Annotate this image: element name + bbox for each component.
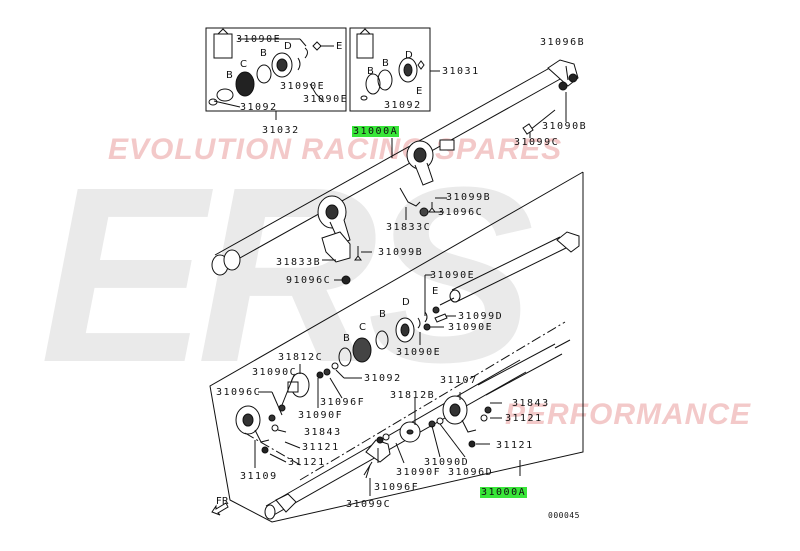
part-label-31096D[interactable]: 31096D: [448, 467, 494, 478]
part-label-31812B[interactable]: 31812B: [390, 390, 436, 401]
part-label-31109[interactable]: 31109: [240, 471, 278, 482]
part-label-31812C[interactable]: 31812C: [278, 352, 324, 363]
part-label-31090D[interactable]: 31090D: [424, 457, 470, 468]
part-label-91096C[interactable]: 91096C: [286, 275, 332, 286]
watermark-line1: EVOLUTION RACING SPARES: [108, 133, 563, 166]
part-letter-E: E: [336, 41, 343, 52]
part-letter-B: B: [343, 333, 350, 344]
part-label-31121-d[interactable]: 31121: [496, 440, 534, 451]
part-label-31096F-a[interactable]: 31096F: [320, 397, 366, 408]
part-label-31096F-b[interactable]: 31096F: [374, 482, 420, 493]
part-label-31090E-a[interactable]: 31090E: [430, 270, 476, 281]
part-label-31090E-c[interactable]: 31090E: [396, 347, 442, 358]
part-label-31099B-a[interactable]: 31099B: [446, 192, 492, 203]
part-label-31090F-a[interactable]: 31090F: [298, 410, 344, 421]
part-label-31833C[interactable]: 31833C: [386, 222, 432, 233]
inset-box-31031: [349, 27, 431, 112]
diagram-id: 000045: [548, 511, 580, 520]
part-label-31090E-inset-a[interactable]: 31090E: [236, 34, 282, 45]
part-letter-D: D: [284, 41, 292, 52]
part-label-31090F-b[interactable]: 31090F: [396, 467, 442, 478]
part-label-31121-b[interactable]: 31121: [288, 457, 326, 468]
watermark-line2: PERFORMANCE: [505, 398, 752, 431]
part-label-31031[interactable]: 31031: [442, 66, 480, 77]
part-label-31092-inset-right[interactable]: 31092: [384, 100, 422, 111]
part-label-31090B[interactable]: 31090B: [542, 121, 588, 132]
part-label-31096B[interactable]: 31096B: [540, 37, 586, 48]
part-label-31096C-b[interactable]: 31096C: [216, 387, 262, 398]
part-label-31090E-b[interactable]: 31090E: [448, 322, 494, 333]
part-letter-C: C: [240, 59, 247, 70]
part-label-31092[interactable]: 31092: [364, 373, 402, 384]
part-letter-B: B: [260, 48, 267, 59]
part-label-31107[interactable]: 31107: [440, 375, 478, 386]
part-label-31833B[interactable]: 31833B: [276, 257, 322, 268]
part-label-31096C-a[interactable]: 31096C: [438, 207, 484, 218]
part-letter-B: B: [226, 70, 233, 81]
part-letter-B: B: [367, 66, 374, 77]
part-letter-B: B: [382, 58, 389, 69]
part-label-31090E-inset-b[interactable]: 31090E: [280, 81, 326, 92]
part-label-31092-inset-left[interactable]: 31092: [240, 102, 278, 113]
part-label-31032[interactable]: 31032: [262, 125, 300, 136]
part-label-31090E-inset-c[interactable]: 31090E: [303, 94, 349, 105]
part-label-31121-c[interactable]: 31121: [505, 413, 543, 424]
part-label-31000A-bottom[interactable]: 31000A: [480, 487, 528, 498]
front-direction-label: FR: [216, 496, 229, 507]
part-letter-C: C: [359, 322, 366, 333]
part-letter-D: D: [405, 50, 413, 61]
part-label-31099C-bottom[interactable]: 31099C: [346, 499, 392, 510]
part-label-31843-a[interactable]: 31843: [304, 427, 342, 438]
part-label-31000A-top[interactable]: 31000A: [352, 126, 400, 137]
watermark-logo: ERS: [40, 135, 534, 414]
part-letter-B: B: [379, 309, 386, 320]
part-letter-D: D: [402, 297, 410, 308]
part-letter-E: E: [432, 286, 439, 297]
part-label-31099B-b[interactable]: 31099B: [378, 247, 424, 258]
part-label-31099C-top[interactable]: 31099C: [514, 137, 560, 148]
part-label-31121-a[interactable]: 31121: [302, 442, 340, 453]
part-label-31843-b[interactable]: 31843: [512, 398, 550, 409]
part-label-31090C[interactable]: 31090C: [252, 367, 298, 378]
part-letter-E: E: [416, 86, 423, 97]
part-label-31099D[interactable]: 31099D: [458, 311, 504, 322]
